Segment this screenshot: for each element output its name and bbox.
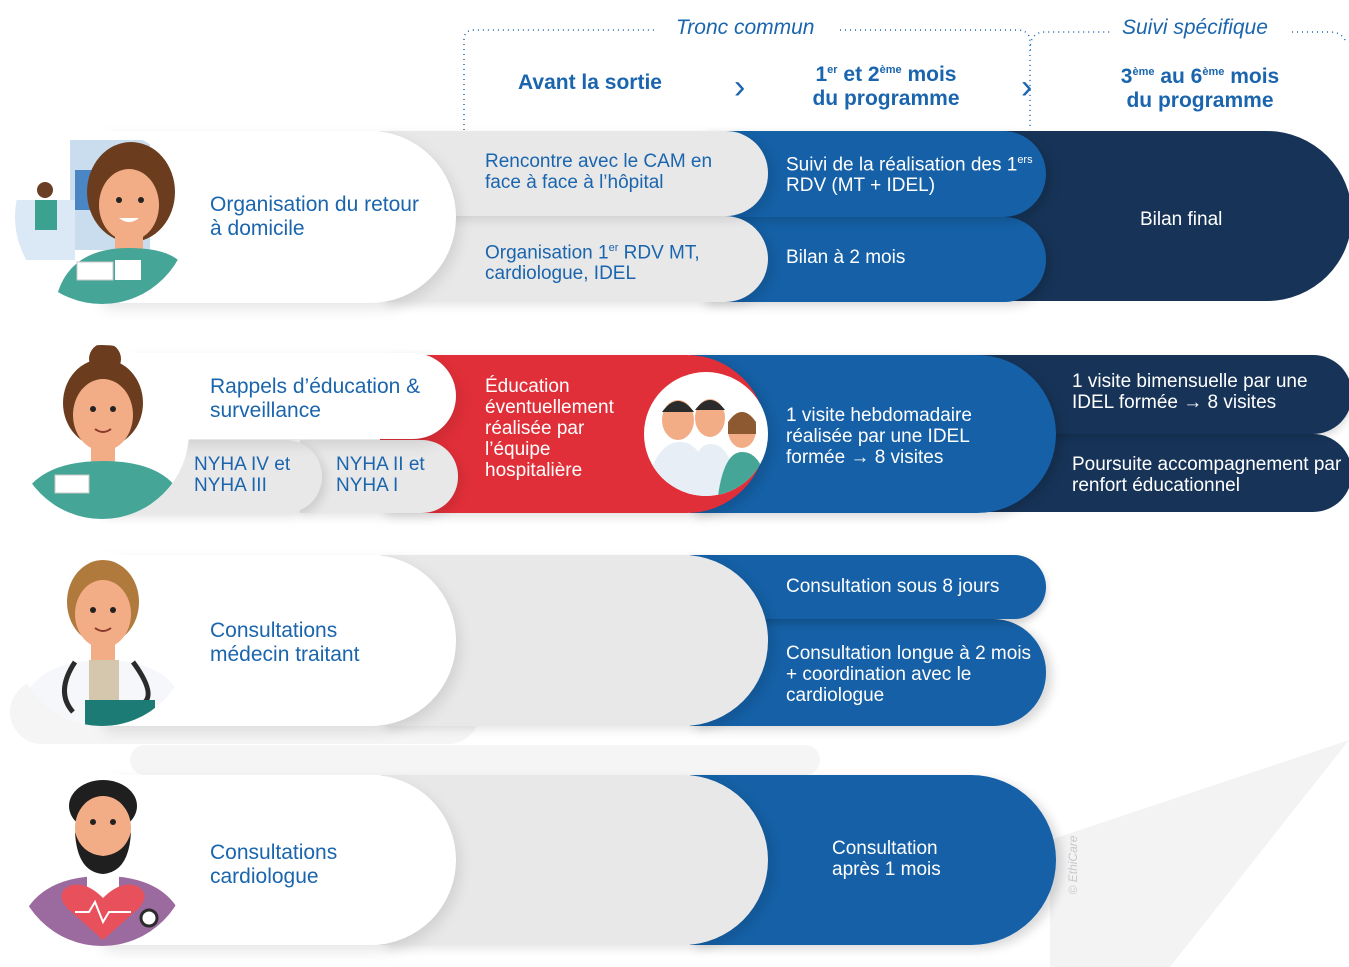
avatar-general-practitioner — [15, 552, 189, 726]
row2-poursuite-text: Poursuite accompagnement par renfort édu… — [1072, 454, 1342, 496]
row2-label: Rappels d’éducation & surveillance — [210, 375, 421, 422]
row1-organisation-rdv-text: Organisation 1er RDV MT, cardiologue, ID… — [485, 242, 700, 285]
row2-hebdomadaire-text: 1 visite hebdomadaire réalisée par une I… — [786, 405, 972, 468]
row1-label: Organisation du retour à domicile — [210, 193, 419, 240]
column-header-avant-sortie: Avant la sortie — [518, 71, 662, 94]
row2-bimensuelle-text: 1 visite bimensuelle par une IDEL formée… — [1072, 371, 1308, 413]
tronc-commun-label: Tronc commun — [676, 16, 815, 39]
row1-suivi-text: Suivi de la réalisation des 1ers RDV (MT… — [786, 154, 1033, 197]
row2-nyha-iv-iii-text: NYHA IV et NYHA III — [194, 454, 291, 496]
suivi-specifique-bracket — [1030, 31, 1347, 51]
row3-sous-8-jours-text: Consultation sous 8 jours — [786, 576, 1000, 597]
row3-longue-text: Consultation longue à 2 mois + coordinat… — [786, 643, 1032, 706]
chevron-right-icon: › — [1021, 68, 1033, 106]
suivi-specifique-label: Suivi spécifique — [1122, 16, 1268, 39]
background-chevron — [1050, 740, 1349, 967]
avatar-nurse — [15, 345, 189, 519]
row2-nyha-gray-pill — [300, 440, 458, 513]
column-header-mois-1-2: 1er et 2ème mois du programme — [812, 63, 960, 110]
row2-education-text: Éducation éventuellement réalisée par l’… — [485, 376, 614, 481]
row1-rencontre-text: Rencontre avec le CAM en face à face à l… — [485, 151, 713, 193]
avatar-hospital-team — [644, 372, 768, 496]
copyright-text: © EthiCare — [1066, 835, 1080, 895]
column-header-mois-3-6: 3ème au 6ème mois du programme — [1120, 65, 1280, 112]
background-band-2 — [130, 745, 820, 775]
row2-nyha-ii-i-text: NYHA II et NYHA I — [336, 454, 425, 496]
avatar-cardiologist — [15, 772, 189, 946]
row4-label: Consultations cardiologue — [210, 841, 338, 888]
row1-bilan-2-mois-text: Bilan à 2 mois — [786, 247, 906, 268]
avatar-nurse-hospital — [15, 130, 189, 304]
tronc-commun-bracket — [463, 29, 1031, 130]
row1-bilan-final-text: Bilan final — [1140, 209, 1223, 230]
chevron-right-icon: › — [734, 68, 746, 106]
row3-label: Consultations médecin traitant — [210, 619, 360, 666]
row4-apres-1-mois-text: Consultation après 1 mois — [832, 838, 941, 880]
